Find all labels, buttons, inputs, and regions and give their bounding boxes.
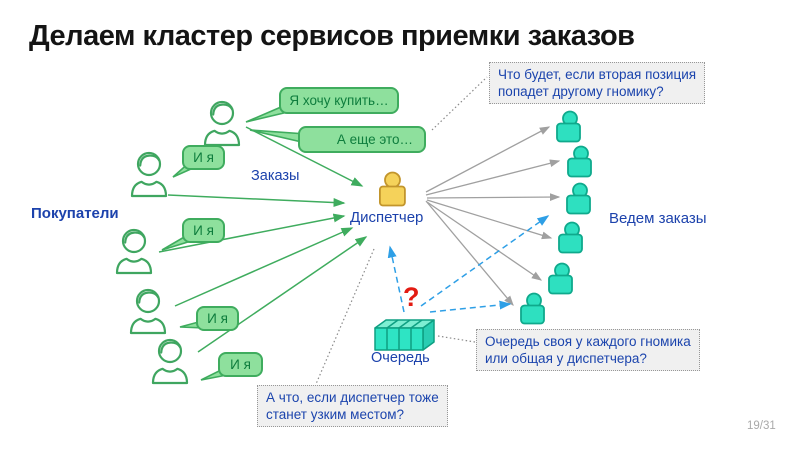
speech-bubble: И я bbox=[182, 218, 225, 243]
page-number: 19/31 bbox=[747, 420, 776, 432]
orders-label: Заказы bbox=[251, 168, 300, 184]
buyer-icon bbox=[129, 288, 167, 335]
worker-icon bbox=[567, 145, 592, 178]
worker-icon bbox=[520, 292, 545, 325]
speech-bubble: И я bbox=[182, 145, 225, 170]
question-mark: ? bbox=[403, 282, 420, 312]
buyer-icon bbox=[151, 338, 189, 385]
queue-label: Очередь bbox=[371, 350, 430, 366]
worker-icon bbox=[558, 221, 583, 254]
queue-arrows bbox=[387, 215, 550, 313]
queue-icon bbox=[374, 319, 435, 351]
speech-bubble: И я bbox=[218, 352, 263, 377]
buyer-icon bbox=[115, 228, 153, 275]
worker-icon bbox=[566, 182, 591, 215]
speech-bubble: Я хочу купить… bbox=[279, 87, 399, 114]
worker-icon bbox=[556, 110, 581, 143]
note-queue-ownership: Очередь своя у каждого гномика или общая… bbox=[476, 329, 700, 371]
workers-label: Ведем заказы bbox=[609, 210, 707, 227]
dispatcher-icon bbox=[378, 171, 406, 207]
note-dispatcher-bottleneck: А что, если диспетчер тоже станет узким … bbox=[257, 385, 448, 427]
note-second-position: Что будет, если вторая позиция попадет д… bbox=[489, 62, 706, 104]
speech-bubble-tails bbox=[161, 102, 307, 381]
dispatch-arrows bbox=[425, 126, 561, 306]
dispatcher-label: Диспетчер bbox=[350, 209, 424, 226]
speech-bubble: И я bbox=[196, 306, 239, 331]
dotted-connectors bbox=[315, 76, 488, 385]
order-arrows bbox=[158, 126, 368, 353]
slide-title: Делаем кластер сервисов приемки заказов bbox=[29, 20, 635, 52]
buyers-label: Покупатели bbox=[31, 205, 119, 222]
buyer-icon bbox=[130, 151, 168, 198]
worker-icon bbox=[548, 262, 573, 295]
buyer-icon bbox=[203, 100, 241, 147]
speech-bubble: А еще это… bbox=[298, 126, 426, 153]
